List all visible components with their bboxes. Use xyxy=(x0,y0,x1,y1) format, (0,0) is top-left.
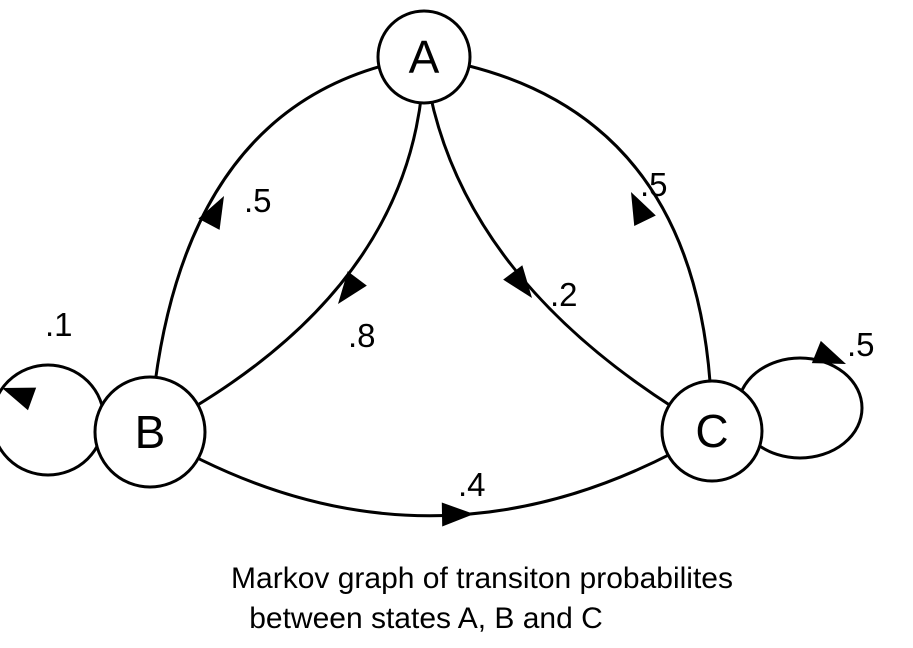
arrowhead-a-to-b xyxy=(338,271,367,304)
edge-a-to-c xyxy=(422,56,713,433)
node-a xyxy=(376,9,472,105)
edge-label-c-self-loop: .5 xyxy=(847,326,875,363)
arrowhead-c-self-loop xyxy=(811,340,846,364)
edge-label-a-to-c: .2 xyxy=(550,276,578,313)
edge-label-b-self-loop: .1 xyxy=(45,306,73,343)
node-b-label: B xyxy=(135,406,166,458)
caption-group: Markov graph of transiton probabilites b… xyxy=(231,562,733,635)
edge-c-to-a xyxy=(423,55,714,432)
node-c xyxy=(660,379,764,483)
arrowhead-c-to-a xyxy=(631,192,656,227)
node-label-group: A B C xyxy=(135,31,729,458)
arrowhead-b-to-c xyxy=(441,502,474,527)
node-c-label: C xyxy=(695,405,728,457)
arrowhead-b-self-loop xyxy=(2,387,37,411)
arrowhead-a-to-c xyxy=(503,265,532,298)
edge-b-to-c xyxy=(149,429,713,518)
node-a-label: A xyxy=(409,31,440,83)
caption-line-1: Markov graph of transiton probabilites xyxy=(231,562,733,595)
edge-a-to-b xyxy=(149,56,426,434)
edge-label-a-to-b: .8 xyxy=(348,317,376,354)
edge-b-self-loop xyxy=(0,363,106,477)
node-b xyxy=(93,375,207,489)
edge-b-to-a xyxy=(148,55,425,433)
edge-label-b-to-c: .4 xyxy=(458,466,486,503)
edge-label-b-to-a: .5 xyxy=(244,182,272,219)
edge-label-c-to-a: .5 xyxy=(640,166,668,203)
caption-line-2: between states A, B and C xyxy=(249,602,603,635)
edge-label-group: .5 .8 .2 .5 .4 .1 .5 xyxy=(45,166,875,503)
arrowhead-group xyxy=(2,192,846,527)
arrowhead-b-to-a xyxy=(198,196,224,230)
node-group xyxy=(93,9,764,489)
